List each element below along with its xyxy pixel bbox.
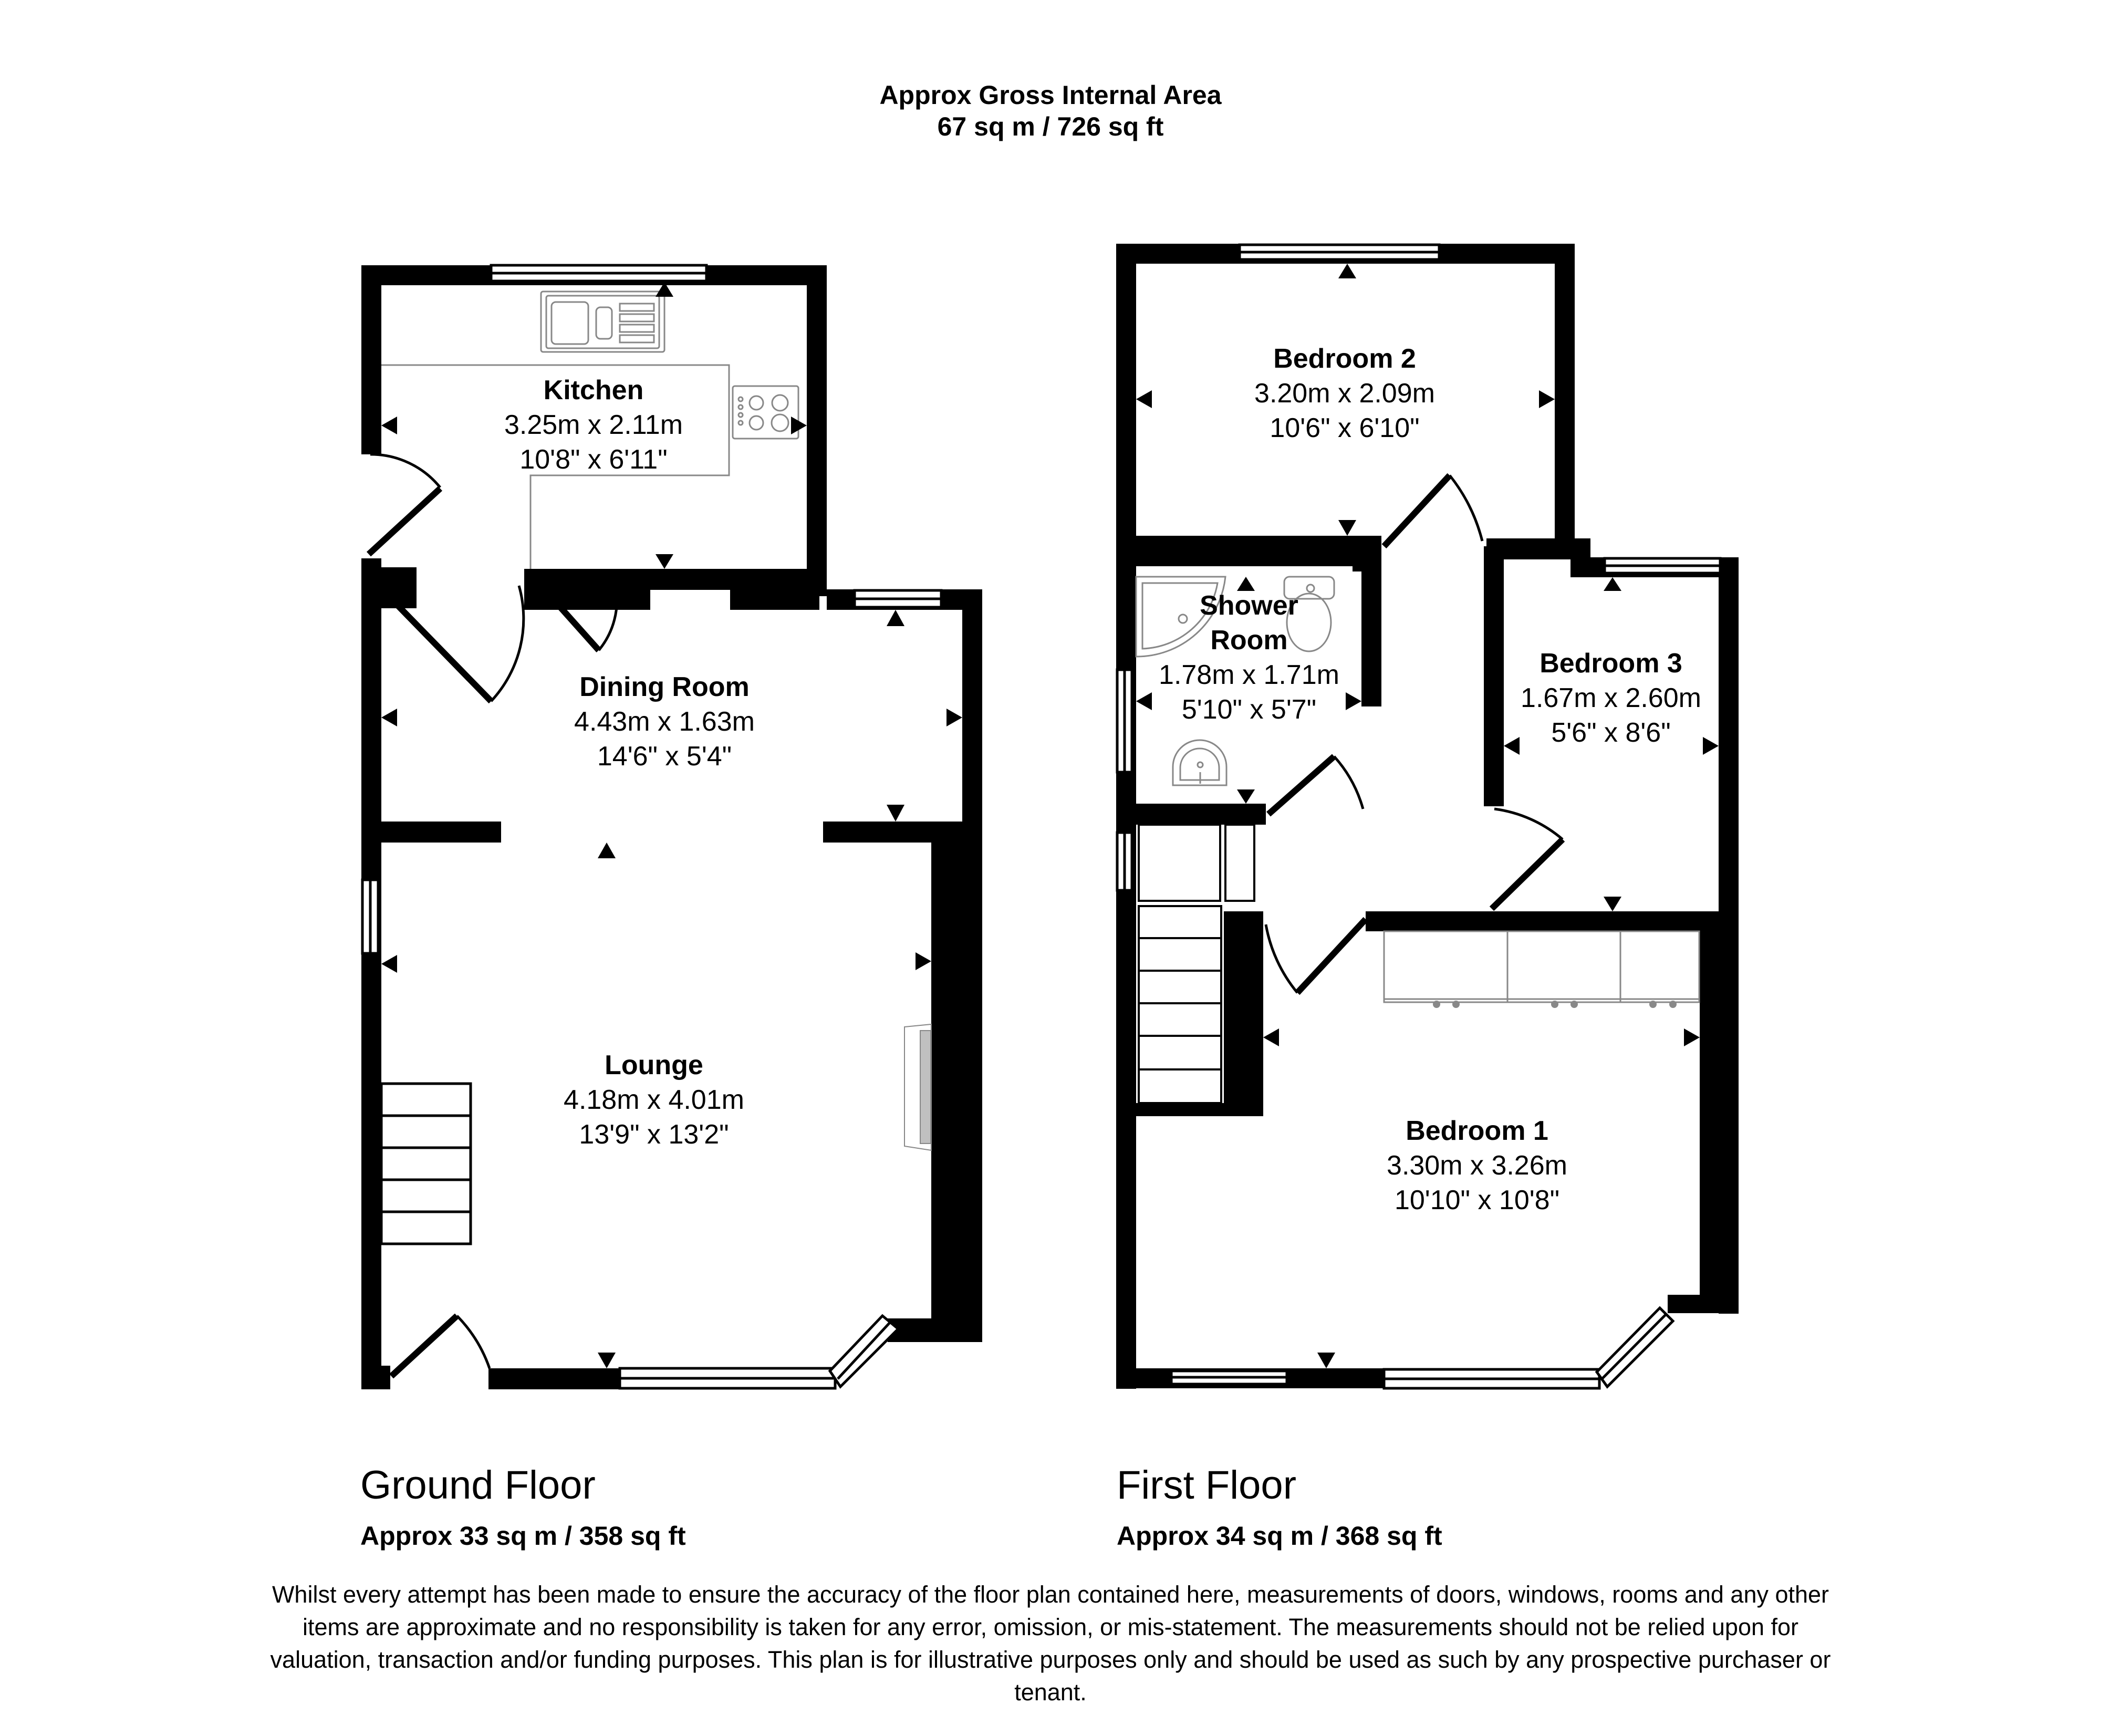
shower-room-window: [1116, 668, 1133, 774]
lounge-walls: [361, 830, 982, 1389]
bedroom-3-door[interactable]: [1489, 807, 1565, 911]
wardrobes: [1383, 930, 1700, 1008]
room-imperial: 10'10" x 10'8": [1394, 1185, 1560, 1215]
dining-room-label: Dining Room 4.43m x 1.63m 14'6" x 5'4": [574, 670, 755, 774]
room-imperial: 10'6" x 6'10": [1270, 413, 1420, 443]
room-name-line-1: Shower: [1200, 590, 1298, 621]
gross-area-value: 67 sq m / 726 sq ft: [937, 112, 1164, 141]
kitchen-worktop: [381, 364, 730, 569]
room-imperial: 5'6" x 8'6": [1551, 718, 1671, 748]
toilet-icon: [1283, 576, 1335, 652]
dining-room-walls: [361, 558, 982, 1388]
bedroom-3-label: Bedroom 3 1.67m x 2.60m 5'6" x 8'6": [1521, 646, 1701, 750]
bedroom-3-window: [1603, 557, 1722, 575]
dining-cupboard-door[interactable]: [548, 585, 618, 652]
room-imperial: 14'6" x 5'4": [597, 741, 732, 772]
sink-icon: [540, 290, 665, 353]
gross-area-title: Approx Gross Internal Area: [879, 80, 1222, 110]
hob-icon: [732, 385, 799, 440]
first-floor-walls: [1116, 244, 1739, 1389]
bedroom-1-windows: [1170, 1306, 1675, 1390]
lounge-bay-window: [618, 1314, 900, 1390]
measurement-arrows: [381, 264, 1719, 1368]
basin-icon: [1172, 739, 1228, 786]
kitchen-window: [490, 264, 708, 283]
lounge-stairs: [380, 1082, 472, 1245]
room-metric: 1.78m x 1.71m: [1159, 660, 1339, 690]
room-name: Bedroom 2: [1273, 344, 1416, 374]
room-name-line-2: Room: [1210, 625, 1288, 656]
shower-tray-icon: [1135, 576, 1226, 658]
first-floor-area: Approx 34 sq m / 368 sq ft: [1117, 1521, 1442, 1551]
ground-floor-area: Approx 33 sq m / 358 sq ft: [360, 1521, 686, 1551]
lounge-side-window: [361, 878, 380, 955]
ground-floor-title: Ground Floor: [360, 1463, 596, 1508]
fireplace-icon: [904, 1023, 932, 1151]
first-floor-title: First Floor: [1117, 1463, 1296, 1508]
room-name: Kitchen: [543, 375, 644, 406]
room-imperial: 10'8" x 6'11": [519, 444, 668, 475]
bedroom-2-label: Bedroom 2 3.20m x 2.09m 10'6" x 6'10": [1254, 341, 1435, 445]
room-name: Lounge: [605, 1050, 703, 1080]
lounge-label: Lounge 4.18m x 4.01m 13'9" x 13'2": [564, 1048, 744, 1152]
room-name: Bedroom 1: [1406, 1116, 1548, 1146]
room-metric: 3.25m x 2.11m: [504, 410, 683, 440]
room-metric: 4.43m x 1.63m: [574, 706, 755, 737]
room-imperial: 5'10" x 5'7": [1181, 694, 1317, 725]
shower-room-label: Shower Room 1.78m x 1.71m 5'10" x 5'7": [1159, 588, 1339, 727]
kitchen-walls: [361, 265, 827, 596]
bedroom-1-door[interactable]: [1264, 917, 1368, 995]
room-metric: 3.20m x 2.09m: [1254, 378, 1435, 409]
room-name: Bedroom 3: [1540, 648, 1682, 679]
dining-window: [853, 589, 943, 609]
first-floor-plan: [1116, 243, 1739, 1390]
bedroom-2-door[interactable]: [1381, 473, 1484, 549]
kitchen-label: Kitchen 3.25m x 2.11m 10'8" x 6'11": [504, 373, 683, 477]
shower-room-door[interactable]: [1266, 754, 1365, 817]
ground-floor-plan: [361, 264, 982, 1390]
room-imperial: 13'9" x 13'2": [579, 1119, 729, 1150]
bedroom-2-window: [1238, 243, 1441, 261]
landing-window: [1116, 831, 1133, 892]
dining-kitchen-door[interactable]: [386, 585, 525, 704]
room-metric: 1.67m x 2.60m: [1521, 683, 1701, 713]
bedroom-1-label: Bedroom 1 3.30m x 3.26m 10'10" x 10'8": [1387, 1114, 1567, 1218]
room-name: Dining Room: [579, 672, 750, 702]
room-metric: 3.30m x 3.26m: [1387, 1150, 1567, 1181]
disclaimer-text: Whilst every attempt has been made to en…: [270, 1581, 1831, 1706]
first-floor-stairs: [1138, 824, 1255, 1104]
lounge-front-door[interactable]: [389, 1313, 491, 1379]
bedroom-1-wall-segment: [1287, 1368, 1384, 1388]
kitchen-back-door[interactable]: [366, 453, 443, 557]
room-metric: 4.18m x 4.01m: [564, 1085, 744, 1115]
